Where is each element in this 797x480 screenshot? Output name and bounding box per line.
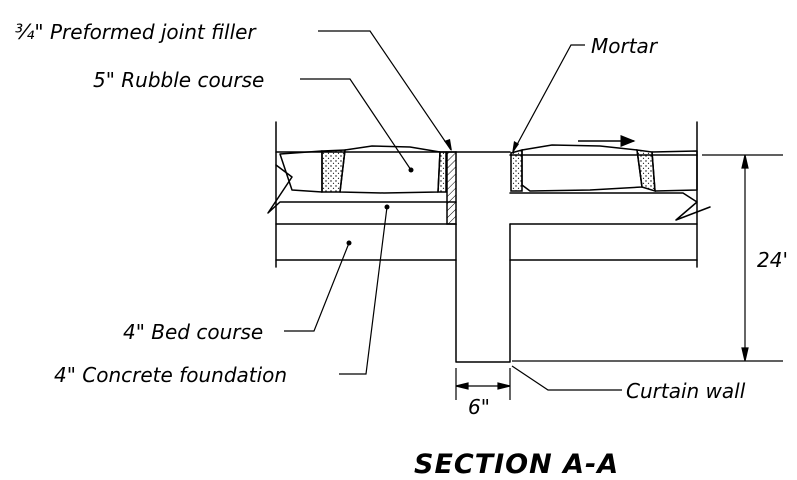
- dim-6-arrow-left: [455, 382, 469, 390]
- leader-mortar: [512, 44, 585, 153]
- rubble-stone: [521, 144, 643, 192]
- leader-dot: [408, 167, 414, 173]
- section-title: SECTION A-A: [414, 449, 620, 480]
- leader-curtain-wall: [511, 365, 622, 391]
- rubble-stone: [339, 145, 441, 194]
- leader-rubble: [300, 78, 412, 171]
- dimension-wall-width: 6": [468, 395, 490, 419]
- leader-dot: [346, 240, 352, 246]
- dim-24-arrow-bottom: [741, 347, 749, 362]
- leader-foundation: [339, 206, 388, 375]
- label-curtain-wall: Curtain wall: [626, 379, 746, 403]
- leader-bed-course: [284, 242, 350, 332]
- label-rubble-course: 5" Rubble course: [93, 68, 265, 92]
- right-break-line: [509, 192, 711, 221]
- label-concrete-foundation: 4" Concrete foundation: [54, 363, 288, 387]
- mortar-joint: [321, 149, 346, 193]
- curtain-wall-outline: [455, 151, 511, 363]
- label-bed-course: 4" Bed course: [123, 320, 264, 344]
- label-joint-filler: ¾" Preformed joint filler: [15, 20, 256, 44]
- mortar-joint: [636, 149, 656, 193]
- left-break-line: [267, 164, 457, 214]
- rubble-stone: [651, 150, 698, 192]
- leader-joint-filler: [318, 30, 452, 151]
- mortar-joint: [437, 151, 447, 193]
- mortar-joint: [510, 149, 523, 192]
- dim-24-arrow-top: [741, 154, 749, 169]
- dim-6-arrow-right: [497, 382, 511, 390]
- joint-filler: [446, 151, 457, 225]
- leader-arrowhead: [444, 139, 452, 151]
- leader-arrowhead: [512, 141, 519, 154]
- dimension-height: 24': [757, 248, 788, 272]
- label-mortar: Mortar: [591, 34, 658, 58]
- leader-dot: [384, 204, 390, 210]
